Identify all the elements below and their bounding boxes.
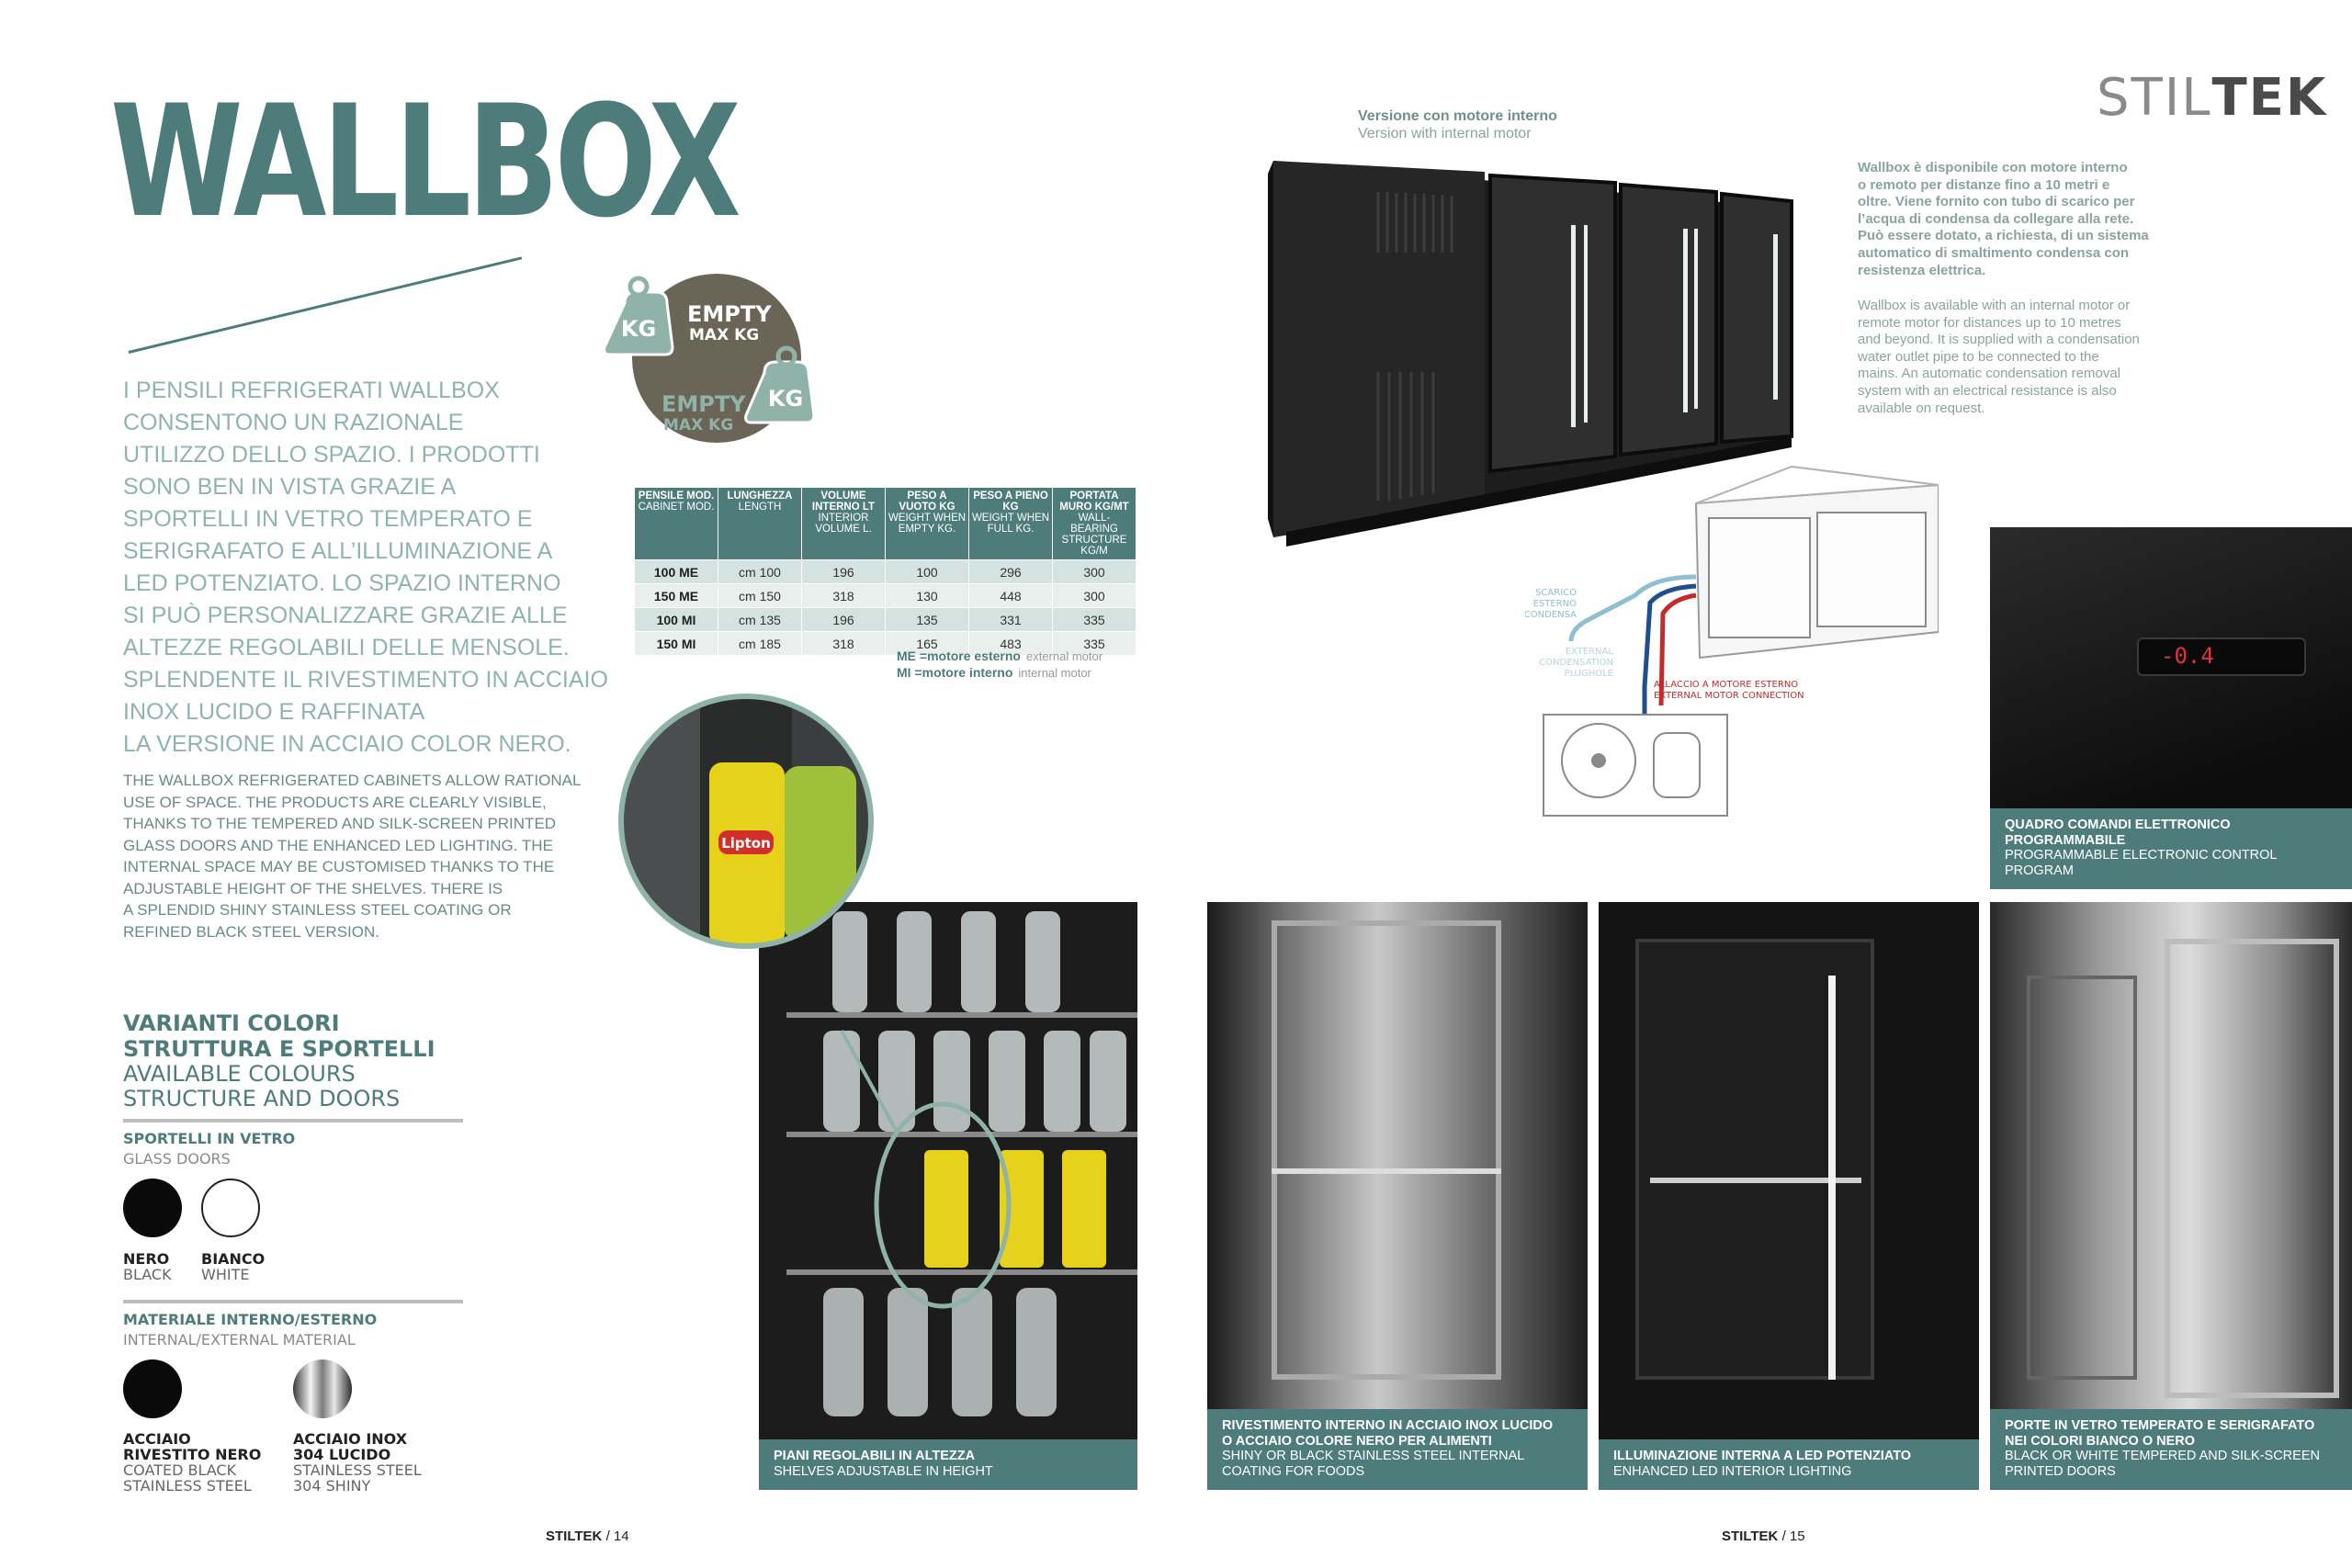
divider [123, 1119, 463, 1122]
svg-text:MAX KG: MAX KG [689, 326, 759, 344]
col-model: PENSILE MOD.CABINET MOD. [634, 487, 718, 560]
svg-text:EMPTY: EMPTY [687, 301, 772, 327]
svg-text:EXTERNAL MOTOR CONNECTION: EXTERNAL MOTOR CONNECTION [1654, 691, 1804, 701]
cabinet-product-image [1268, 161, 1793, 547]
svg-text:CONDENSATION: CONDENSATION [1539, 658, 1613, 668]
footer-right: STILTEK / 15 [1722, 1529, 1805, 1544]
svg-text:ESTERNO: ESTERNO [1533, 599, 1577, 609]
svg-text:EMPTY: EMPTY [662, 391, 746, 417]
control-panel-photo: -0.4 QUADRO COMANDI ELETTRONICO PROGRAMM… [1990, 527, 2352, 889]
svg-text:ALLACCIO A MOTORE ESTERNO: ALLACCIO A MOTORE ESTERNO [1654, 680, 1798, 690]
svg-text:SCARICO: SCARICO [1535, 588, 1577, 598]
intro-english: THE WALLBOX REFRIGERATED CABINETS ALLOW … [123, 772, 582, 941]
svg-text:KG: KG [768, 386, 803, 412]
weight-icon [603, 276, 674, 356]
white-swatch [201, 1179, 260, 1237]
installation-diagram: SCARICO ESTERNO CONDENSA EXTERNAL CONDEN… [1525, 465, 1939, 817]
zoom-circle: Lipton [618, 694, 874, 949]
svg-text:CONDENSA: CONDENSA [1525, 610, 1577, 620]
weight-badge: KG EMPTY MAX KG KG EMPTY MAX KG [603, 274, 816, 443]
material-subheading: INTERNAL/EXTERNAL MATERIAL [123, 1331, 356, 1348]
svg-text:EXTERNAL: EXTERNAL [1566, 647, 1614, 657]
caption-control: QUADRO COMANDI ELETTRONICO PROGRAMMABILE… [1990, 808, 2352, 889]
footer-left: STILTEK / 14 [546, 1529, 629, 1544]
svg-text:KG: KG [621, 316, 656, 342]
black-swatch [123, 1179, 182, 1237]
doors-heading: SPORTELLI IN VETRO [123, 1130, 296, 1147]
page-title: WALLBOX [110, 72, 741, 252]
title-divider [128, 256, 523, 354]
black-steel-swatch [123, 1359, 182, 1418]
svg-text:Lipton: Lipton [721, 835, 771, 852]
version-label-en: Version with internal motor [1358, 126, 1532, 141]
control-display: -0.4 [2137, 637, 2306, 676]
description-it: Wallbox è disponibile con motore interno… [1858, 160, 2149, 278]
description-en: Wallbox is available with an internal mo… [1858, 298, 2140, 416]
material-heading: MATERIALE INTERNO/ESTERNO [123, 1311, 378, 1328]
divider [123, 1300, 463, 1303]
shelves-illustration [759, 902, 1137, 1490]
weight-icon [744, 345, 816, 424]
svg-text:PLUGHOLE: PLUGHOLE [1565, 669, 1613, 679]
svg-text:MAX KG: MAX KG [663, 416, 733, 434]
doors-subheading: GLASS DOORS [123, 1150, 231, 1168]
stainless-steel-swatch [293, 1359, 352, 1418]
caption-steel: RIVESTIMENTO INTERNO IN ACCIAIO INOX LUC… [1207, 1409, 1588, 1490]
stiltek-logo: STILTEK [2097, 68, 2328, 128]
version-label-it: Versione con motore interno [1358, 108, 1557, 124]
stainless-interior-photo: RIVESTIMENTO INTERNO IN ACCIAIO INOX LUC… [1207, 902, 1588, 1490]
